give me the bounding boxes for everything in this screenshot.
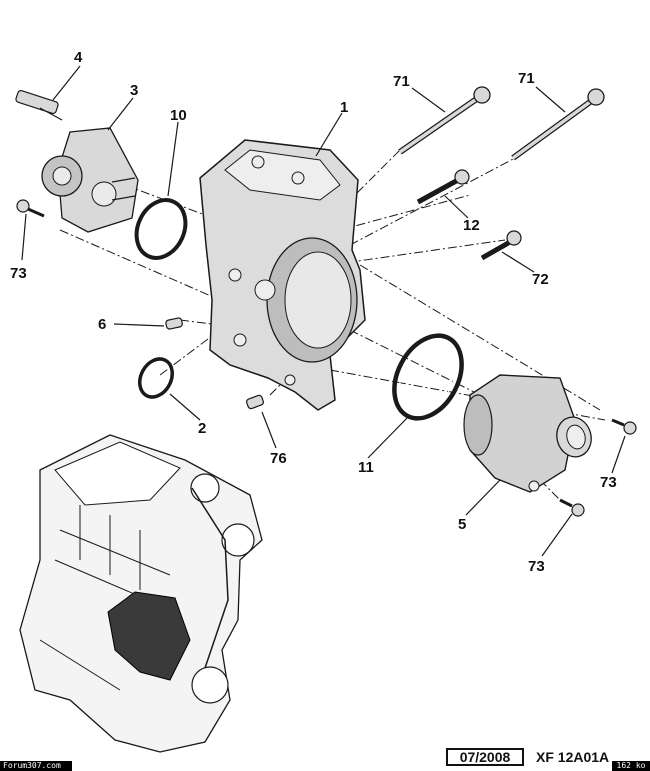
assembly-axes: [59, 149, 606, 501]
part-dowel-6: [165, 317, 183, 330]
part-bolt-72: [480, 230, 522, 261]
part-o-ring-11: [392, 333, 464, 421]
part-dowel-76: [246, 394, 264, 410]
part-bolt-12: [416, 169, 470, 205]
watermark-filesize: 162 ko: [612, 761, 650, 771]
leader-lines: [21, 65, 626, 557]
part-housing-1: [199, 139, 366, 411]
callout-73-right-lower: 73: [528, 558, 545, 575]
part-bolt-71-left: [398, 86, 491, 155]
diagram-date: 07/2008: [446, 748, 524, 766]
callout-73-right-upper: 73: [600, 474, 617, 491]
part-seal-ring-2: [138, 357, 174, 399]
part-outlet-5: [463, 374, 592, 493]
watermark-site: Forum307.com: [0, 761, 72, 771]
callout-1: 1: [340, 99, 349, 116]
callout-76: 76: [270, 450, 287, 467]
callout-2: 2: [198, 420, 207, 437]
part-bolt-73-right-lower: [559, 498, 585, 517]
part-water-pump-3: [41, 127, 139, 233]
part-bolt-71-right: [511, 88, 605, 161]
callout-73-left: 73: [10, 265, 27, 282]
callout-12: 12: [463, 217, 480, 234]
part-o-ring-10: [134, 198, 188, 260]
callout-72: 72: [532, 271, 549, 288]
diagram-reference: XF 12A01A: [536, 749, 610, 765]
callout-5: 5: [458, 516, 467, 533]
callout-71-right: 71: [518, 70, 535, 87]
part-stud-4: [15, 89, 63, 121]
part-bolt-73-right-upper: [611, 418, 637, 435]
housing-location-highlight: [107, 591, 191, 681]
callout-71-left: 71: [393, 73, 410, 90]
callout-11: 11: [358, 459, 374, 476]
callout-3: 3: [130, 82, 139, 99]
callout-4: 4: [74, 49, 83, 66]
callout-6: 6: [98, 316, 107, 333]
callout-10: 10: [170, 107, 187, 124]
part-bolt-73-left: [16, 199, 45, 218]
engine-block-overview: [19, 434, 263, 753]
